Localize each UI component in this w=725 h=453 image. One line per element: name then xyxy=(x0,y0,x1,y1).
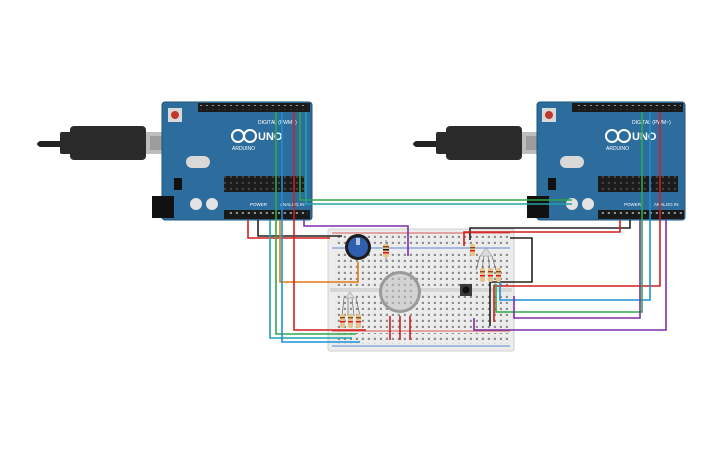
wire-black[interactable] xyxy=(257,220,342,237)
resistor xyxy=(488,268,493,282)
analog-label: ANALOG IN xyxy=(654,202,679,207)
power-label: POWER xyxy=(624,202,642,207)
wire-teal[interactable] xyxy=(305,112,572,205)
board-brand: ARDUINO xyxy=(606,146,629,152)
resistor xyxy=(496,268,501,282)
wire-red[interactable] xyxy=(247,220,330,239)
potentiometer[interactable] xyxy=(345,234,371,260)
wire-green[interactable] xyxy=(299,112,572,201)
arduino-logo-icon xyxy=(605,129,631,143)
board-brand: ARDUINO xyxy=(232,146,255,152)
resistor xyxy=(470,244,475,256)
usb-cable-right xyxy=(413,126,542,160)
arduino-logo-icon xyxy=(231,129,257,143)
digital-label: DIGITAL (PWM~) xyxy=(258,120,297,126)
gas-sensor[interactable] xyxy=(379,271,421,340)
wire-blue[interactable] xyxy=(281,112,360,343)
wire-red[interactable] xyxy=(293,112,366,331)
rgb-led-right[interactable] xyxy=(475,247,497,271)
wires xyxy=(247,112,667,343)
digital-label: DIGITAL (PWM~) xyxy=(632,120,671,126)
power-label: POWER xyxy=(250,202,268,207)
wire-orange[interactable] xyxy=(279,220,359,283)
wire-black[interactable] xyxy=(469,220,631,240)
wire-teal[interactable] xyxy=(269,220,352,339)
arduino-board-right: DIGITAL (PWM~) UNO ARDUINO POWER ANALOG … xyxy=(527,101,686,221)
breadboard xyxy=(327,228,515,352)
wire-green[interactable] xyxy=(495,112,643,313)
usb-cable-left xyxy=(37,126,166,160)
wire-red[interactable] xyxy=(463,220,621,246)
resistor xyxy=(383,240,389,262)
resistor xyxy=(480,268,485,282)
power-jack xyxy=(152,196,174,218)
wire-black[interactable] xyxy=(489,237,533,326)
wire-green[interactable] xyxy=(275,112,356,335)
board-model: UNO xyxy=(258,131,283,143)
analog-label: ANALOG IN xyxy=(280,202,305,207)
rgb-led-left[interactable] xyxy=(341,291,361,317)
wire-purple[interactable] xyxy=(473,220,667,331)
wire-purple[interactable] xyxy=(303,220,409,256)
power-jack xyxy=(527,196,549,218)
arduino-board-left: DIGITAL (PWM~) UNO ARDUINO POWER ANALOG … xyxy=(152,101,313,221)
resistor xyxy=(340,314,345,328)
board-model: UNO xyxy=(632,131,657,143)
resistor xyxy=(348,314,353,328)
pushbutton[interactable] xyxy=(460,284,472,296)
wire-blue[interactable] xyxy=(499,112,651,301)
wire-red[interactable] xyxy=(493,112,661,322)
resistor xyxy=(356,314,361,328)
wire-purple[interactable] xyxy=(513,220,641,319)
